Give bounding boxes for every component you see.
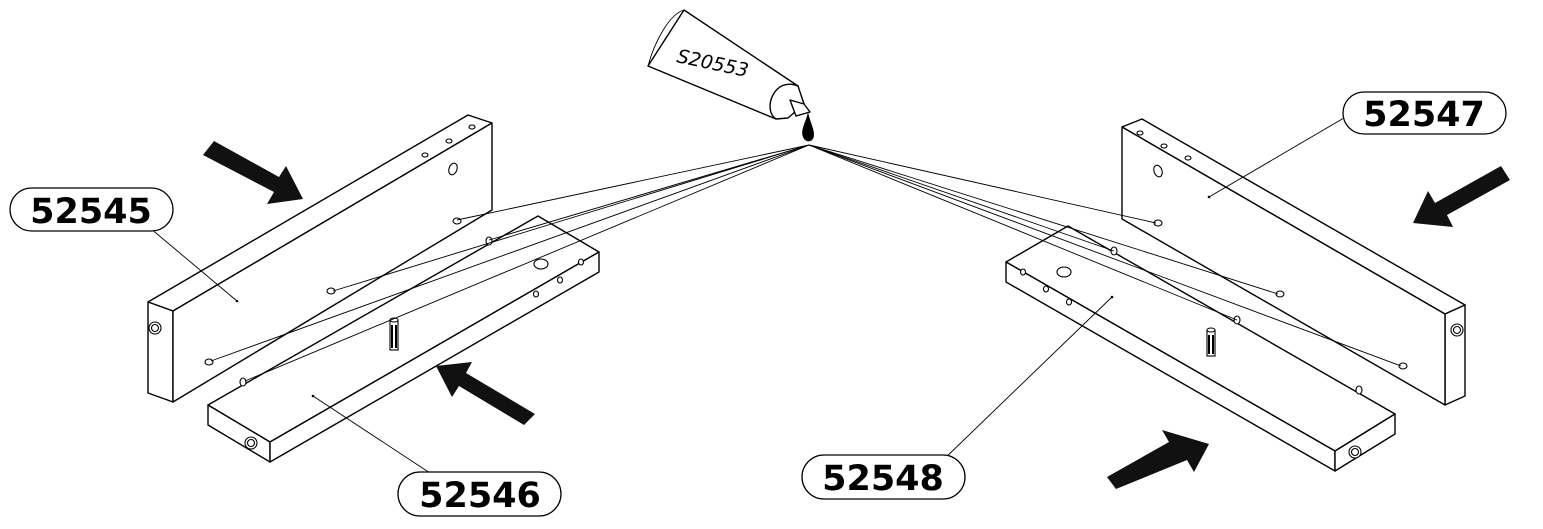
rail-52547 xyxy=(1121,118,1466,406)
part-label-52546: 52546 xyxy=(397,471,562,517)
part-label-52548: 52548 xyxy=(801,454,966,500)
dowel-icon xyxy=(389,317,399,351)
arrow-icon xyxy=(1107,430,1209,489)
part-number-text: 52545 xyxy=(30,192,152,232)
part-number-text: 52546 xyxy=(419,476,541,516)
part-number-text: 52548 xyxy=(822,459,944,499)
dowel-icon xyxy=(1206,327,1216,357)
arrow-icon xyxy=(436,362,535,425)
leader-lines xyxy=(149,114,1350,474)
part-label-52545: 52545 xyxy=(9,187,174,232)
arrow-icon xyxy=(1413,166,1510,227)
glue-lines xyxy=(210,144,1402,382)
part-label-52547: 52547 xyxy=(1342,91,1507,135)
rail-52545 xyxy=(147,114,493,403)
rail-52546 xyxy=(207,215,600,463)
glue-tube-icon: S20553 xyxy=(647,9,814,142)
rail-52548 xyxy=(1005,225,1396,472)
arrow-icon xyxy=(203,141,303,204)
part-number-text: 52547 xyxy=(1363,95,1485,135)
